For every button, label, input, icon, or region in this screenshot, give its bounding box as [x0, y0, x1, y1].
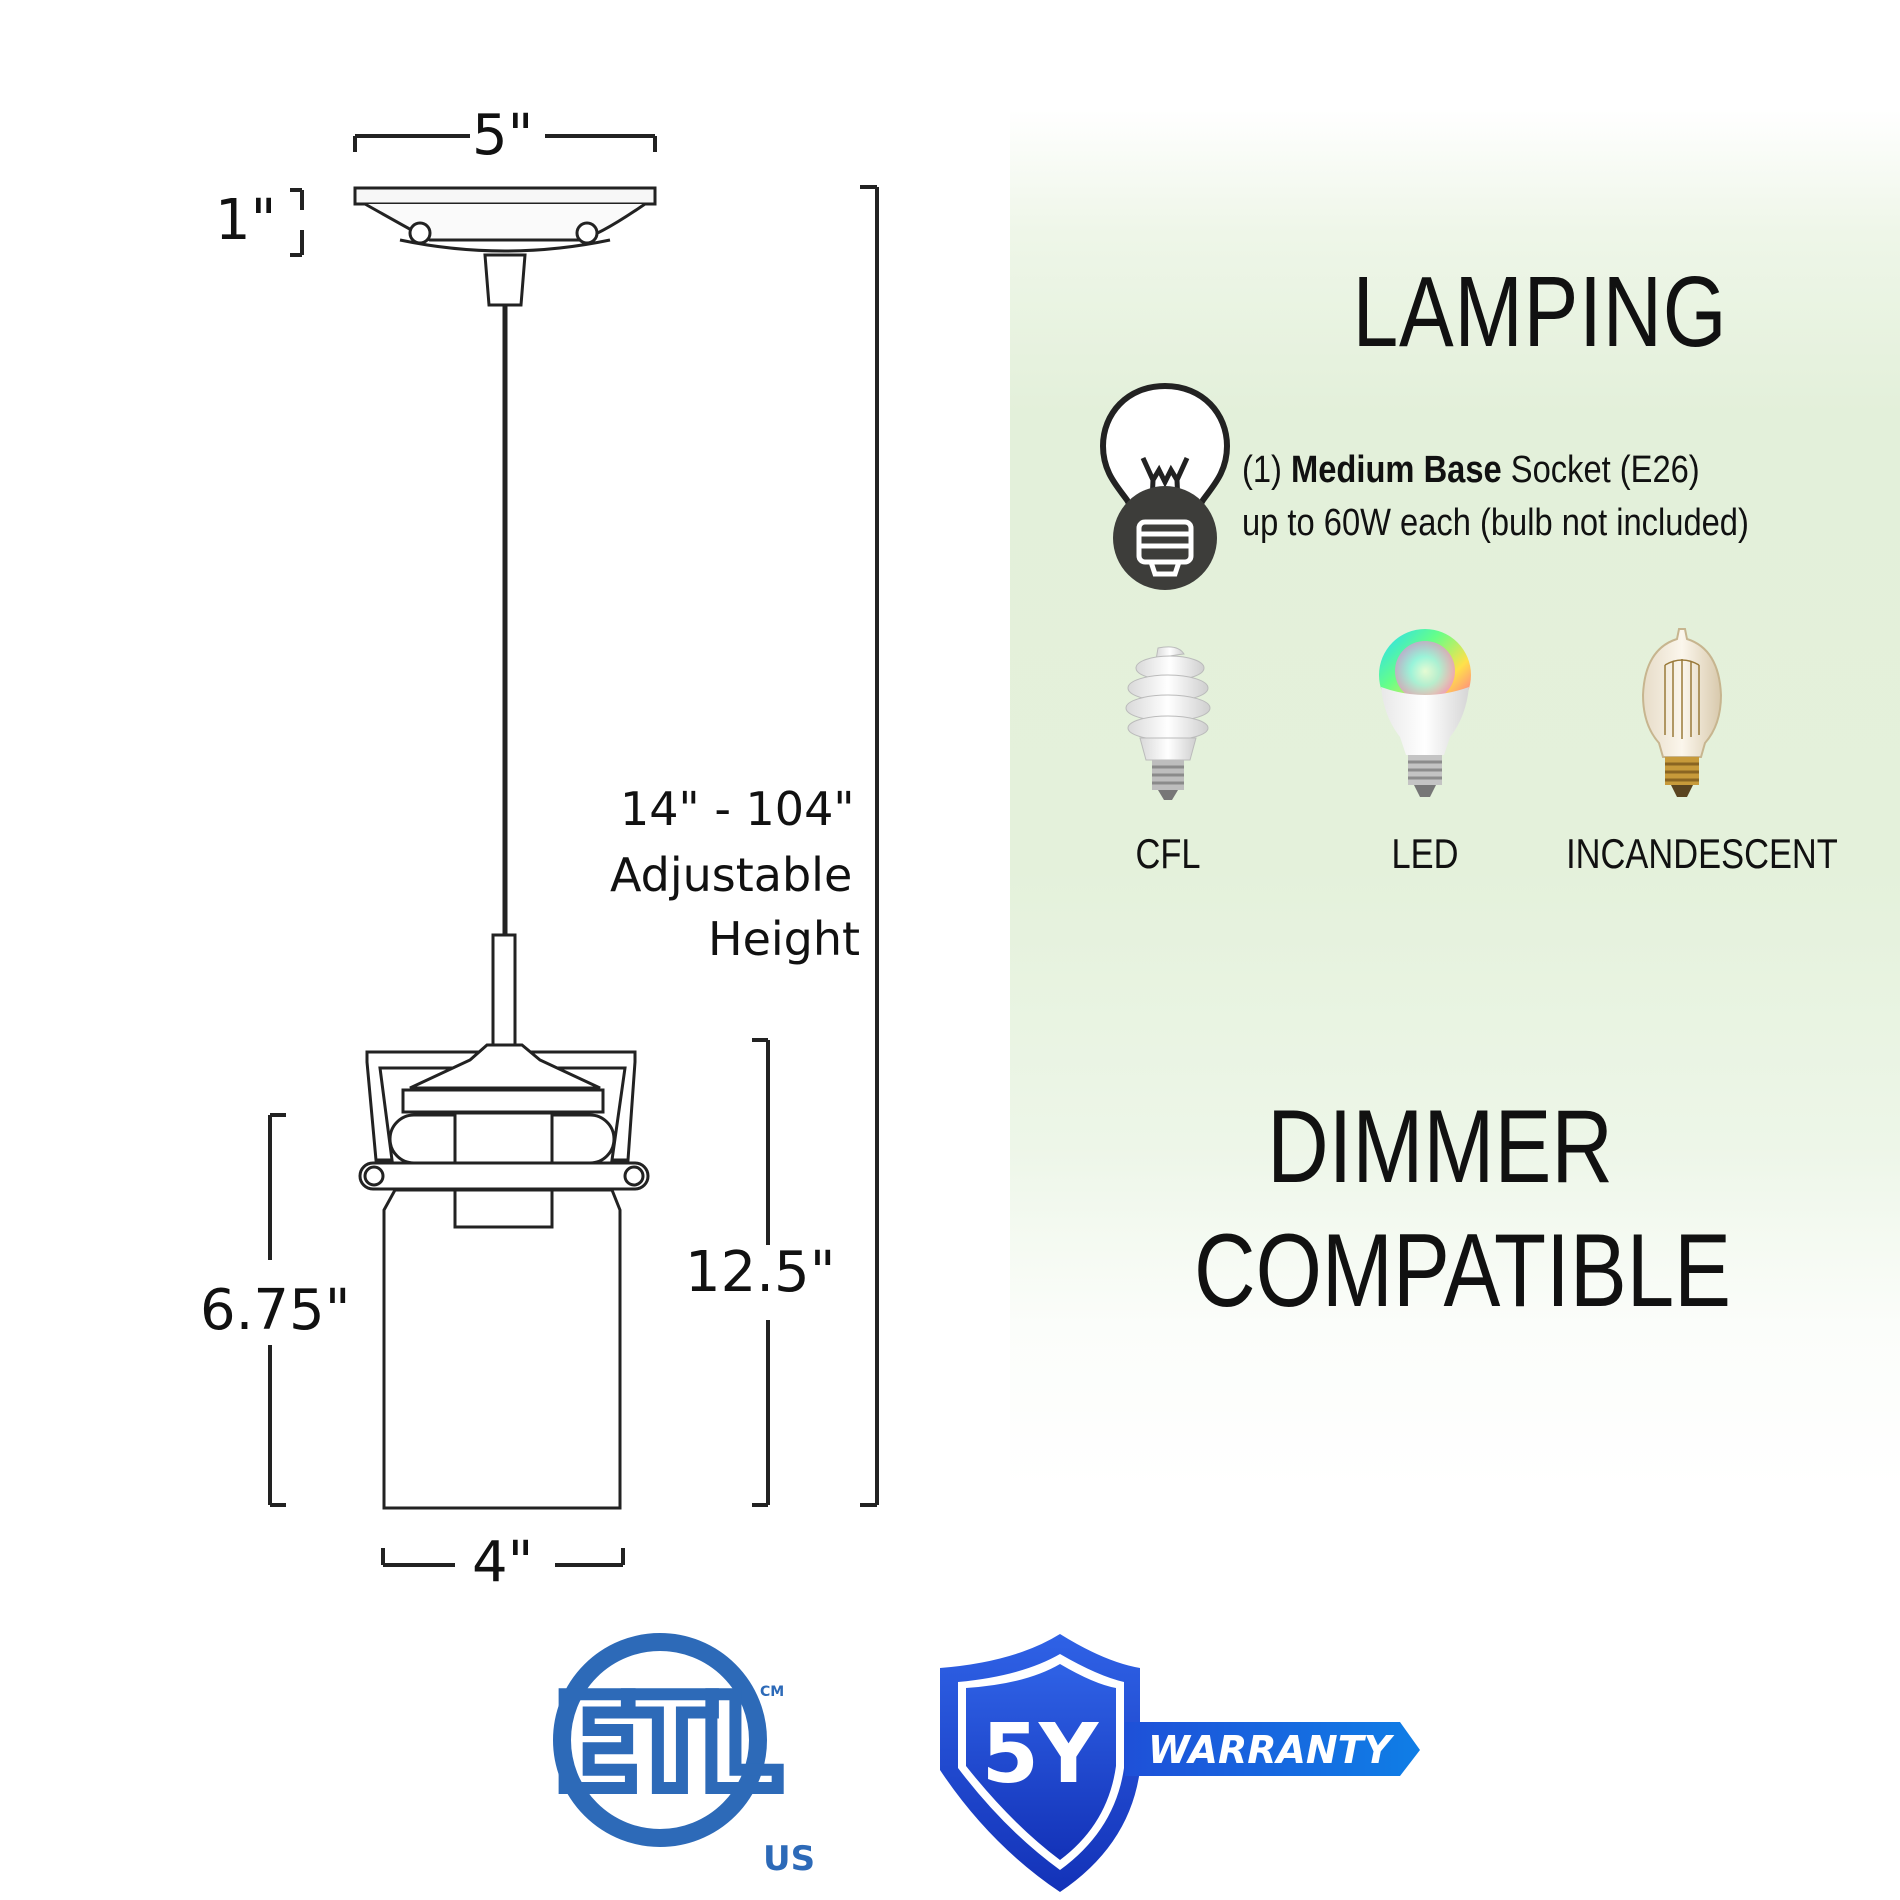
- incandescent-label: INCANDESCENT: [1566, 830, 1838, 877]
- canopy-width-bracket: [353, 134, 657, 152]
- socket-line-1: (1) Medium Base Socket (E26): [1242, 444, 1749, 497]
- socket-suffix: Socket (E26): [1510, 449, 1700, 491]
- incandescent-bulb-icon: [1641, 628, 1723, 797]
- glass-shade: [382, 1188, 622, 1510]
- socket-description: (1) Medium Base Socket (E26) up to 60W e…: [1242, 444, 1749, 550]
- fixture-height-bracket: [752, 1038, 770, 1507]
- lamping-info-panel: [1010, 110, 1900, 1490]
- led-bulb-icon: [1379, 629, 1471, 797]
- wattage-line: up to 60W each (bulb not included): [1242, 502, 1749, 544]
- canopy-width-label: 5": [472, 103, 534, 168]
- warranty-shield-logo: 5Y WARRANTY: [940, 1634, 1420, 1892]
- overall-height-bracket: [860, 185, 879, 1507]
- shade-width-label: 4": [472, 1530, 534, 1595]
- overall-height-range-label: 14" - 104": [620, 782, 855, 836]
- stem: [491, 933, 517, 1047]
- lightbulb-icon: [1099, 382, 1231, 590]
- svg-text:US: US: [763, 1839, 815, 1879]
- shade-height-bracket: [268, 1113, 286, 1507]
- dimmer-line-1: DIMMER: [1267, 1089, 1613, 1205]
- shade-height-label: 6.75": [200, 1278, 351, 1343]
- etl-certification-logo: ETL CM US: [547, 1633, 815, 1879]
- svg-text:5Y: 5Y: [982, 1707, 1100, 1802]
- dimmer-line-2: COMPATIBLE: [1194, 1213, 1732, 1329]
- adjustable-label: Adjustable: [610, 848, 853, 902]
- svg-text:ETL: ETL: [553, 1670, 779, 1819]
- fixture-dimension-drawing: [268, 134, 879, 1567]
- cfl-bulb-icon: [1125, 646, 1211, 800]
- svg-text:WARRANTY: WARRANTY: [1148, 1728, 1395, 1772]
- cfl-label: CFL: [1135, 830, 1201, 877]
- svg-text:CM: CM: [760, 1684, 784, 1700]
- canopy-height-label: 1": [215, 188, 277, 253]
- height-label: Height: [708, 912, 861, 966]
- dimmer-compatible-text: DIMMER COMPATIBLE: [1194, 1085, 1732, 1333]
- lamping-title: LAMPING: [1352, 256, 1728, 368]
- fixture-height-label: 12.5": [685, 1240, 836, 1305]
- canopy-plate: [353, 186, 657, 307]
- socket-count: (1): [1242, 449, 1282, 491]
- canopy-height-bracket: [290, 188, 304, 257]
- led-label: LED: [1391, 830, 1459, 877]
- socket-type: Medium Base: [1291, 449, 1502, 491]
- shade-width-bracket: [381, 1548, 625, 1567]
